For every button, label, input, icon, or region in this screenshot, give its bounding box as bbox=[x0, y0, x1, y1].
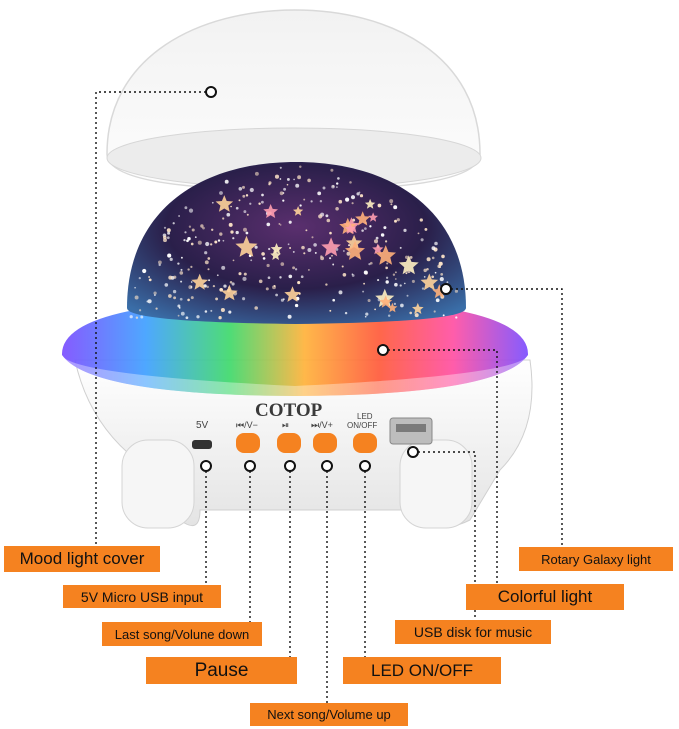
rotary-galaxy-dome bbox=[127, 162, 466, 324]
colorful-light-ring bbox=[61, 298, 529, 396]
brand-logo: COTOP bbox=[255, 400, 323, 421]
callout-last-song: Last song/Volune down bbox=[102, 622, 262, 646]
callout-markers bbox=[200, 86, 452, 472]
next-button-label: ⏭/V+ bbox=[311, 420, 333, 430]
port-label: 5V bbox=[196, 420, 209, 431]
pause-button-label: ⏯ bbox=[282, 420, 289, 430]
pause-button[interactable] bbox=[277, 433, 301, 453]
callout-usb-disk: USB disk for music bbox=[395, 620, 551, 644]
callout-micro-usb-input: 5V Micro USB input bbox=[63, 585, 221, 608]
callout-rotary-galaxy-light: Rotary Galaxy light bbox=[519, 547, 673, 571]
prev-volume-down-button[interactable] bbox=[236, 433, 260, 453]
callout-led-onoff: LED ON/OFF bbox=[343, 657, 501, 684]
next-volume-up-button[interactable] bbox=[313, 433, 337, 453]
led-button-label-top: LED bbox=[357, 412, 373, 421]
led-button-label-bottom: ON/OFF bbox=[347, 421, 377, 430]
mood-light-cover bbox=[106, 9, 482, 191]
callout-next-song: Next song/Volume up bbox=[250, 703, 408, 726]
lamp-base bbox=[74, 359, 533, 529]
dome-star-shapes bbox=[191, 195, 447, 314]
callout-pause: Pause bbox=[146, 657, 297, 684]
leader-lines bbox=[95, 91, 563, 703]
micro-usb-port[interactable] bbox=[192, 440, 212, 449]
led-onoff-button[interactable] bbox=[353, 433, 377, 453]
callout-mood-light-cover: Mood light cover bbox=[4, 546, 160, 572]
callout-colorful-light: Colorful light bbox=[466, 584, 624, 610]
prev-button-label: ⏮/V− bbox=[236, 420, 258, 430]
usb-a-port[interactable] bbox=[389, 417, 433, 445]
